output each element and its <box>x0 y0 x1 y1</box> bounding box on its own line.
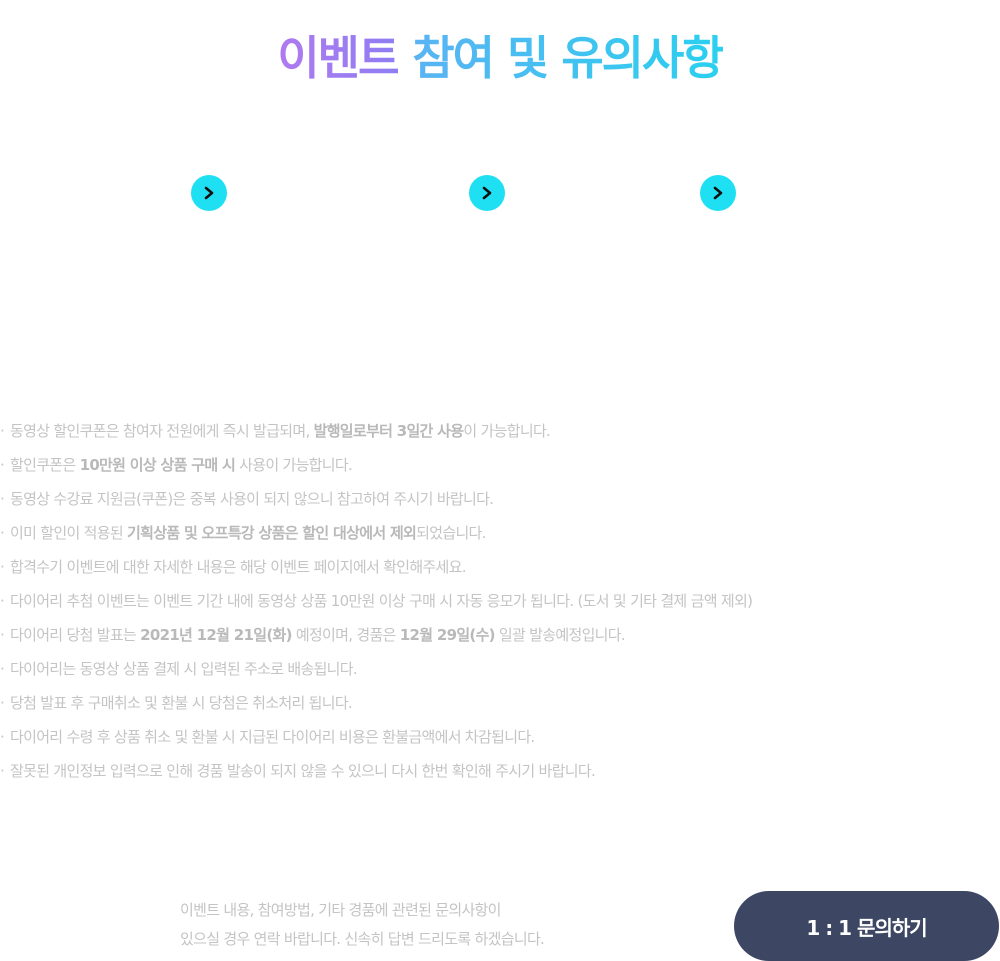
notice-text: 이 가능합니다. <box>463 422 551 440</box>
notice-item: · 할인쿠폰은 10만원 이상 상품 구매 시 사용이 가능합니다. <box>0 448 1000 482</box>
notice-text: 다이어리 추첨 이벤트는 이벤트 기간 내에 동영상 상품 10만원 이상 구매… <box>10 592 753 610</box>
bullet-dot: · <box>0 490 5 508</box>
notice-text: 다이어리 수령 후 상품 취소 및 환불 시 지급된 다이어리 비용은 환불금액… <box>10 728 535 746</box>
bullet-dot: · <box>0 660 5 678</box>
chevron-right-icon <box>204 186 214 200</box>
notice-item: · 잘못된 개인정보 입력으로 인해 경품 발송이 되지 않을 수 있으니 다시 … <box>0 754 1000 788</box>
notice-item: · 이미 할인이 적용된 기획상품 및 오프특강 상품은 할인 대상에서 제외되었… <box>0 516 1000 550</box>
notice-text: 잘못된 개인정보 입력으로 인해 경품 발송이 되지 않을 수 있으니 다시 한… <box>10 762 596 780</box>
notice-text: 일괄 발송예정입니다. <box>494 626 626 644</box>
notice-emphasis: 2021년 12월 21일(화) <box>140 626 292 644</box>
arrow-button-3[interactable] <box>700 175 736 211</box>
chevron-right-icon <box>713 186 723 200</box>
bullet-dot: · <box>0 456 5 474</box>
notice-item: · 다이어리 추첨 이벤트는 이벤트 기간 내에 동영상 상품 10만원 이상 구… <box>0 584 1000 618</box>
notice-text: 할인쿠폰은 <box>10 456 80 474</box>
inquiry-button[interactable]: 1 : 1 문의하기 <box>734 891 999 961</box>
contact-info: 이벤트 내용, 참여방법, 기타 경품에 관련된 문의사항이 있으실 경우 연락… <box>180 896 545 954</box>
contact-line-2: 있으실 경우 연락 바랍니다. 신속히 답변 드리도록 하겠습니다. <box>180 930 545 948</box>
page-title-part-2: 참여 및 유의사항 <box>412 30 724 85</box>
bullet-dot: · <box>0 422 5 440</box>
notice-emphasis: 10만원 이상 상품 구매 시 <box>79 456 236 474</box>
notice-text: 동영상 할인쿠폰은 참여자 전원에게 즉시 발급되며, <box>10 422 314 440</box>
notice-item: · 다이어리 수령 후 상품 취소 및 환불 시 지급된 다이어리 비용은 환불금… <box>0 720 1000 754</box>
bullet-dot: · <box>0 626 5 644</box>
notice-text: 이미 할인이 적용된 <box>10 524 128 542</box>
page-title: 이벤트 참여 및 유의사항 <box>0 31 1000 85</box>
bullet-dot: · <box>0 694 5 712</box>
notice-text: 다이어리 당첨 발표는 <box>10 626 141 644</box>
notice-item: · 당첨 발표 후 구매취소 및 환불 시 당첨은 취소처리 됩니다. <box>0 686 1000 720</box>
chevron-right-icon <box>482 186 492 200</box>
contact-line-1: 이벤트 내용, 참여방법, 기타 경품에 관련된 문의사항이 <box>180 901 501 919</box>
bullet-dot: · <box>0 524 5 542</box>
notice-item: · 다이어리는 동영상 상품 결제 시 입력된 주소로 배송됩니다. <box>0 652 1000 686</box>
bullet-dot: · <box>0 762 5 780</box>
bullet-dot: · <box>0 558 5 576</box>
notice-item: · 동영상 할인쿠폰은 참여자 전원에게 즉시 발급되며, 발행일로부터 3일간 … <box>0 414 1000 448</box>
arrow-button-1[interactable] <box>191 175 227 211</box>
notice-emphasis: 발행일로부터 3일간 사용 <box>313 422 464 440</box>
notice-text: 동영상 수강료 지원금(쿠폰)은 중복 사용이 되지 않으니 참고하여 주시기 … <box>10 490 494 508</box>
notice-emphasis: 12월 29일(수) <box>399 626 496 644</box>
bullet-dot: · <box>0 592 5 610</box>
notice-emphasis: 기획상품 및 오프특강 상품은 할인 대상에서 제외 <box>127 524 417 542</box>
notice-text: 다이어리는 동영상 상품 결제 시 입력된 주소로 배송됩니다. <box>10 660 358 678</box>
notice-text: 예정이며, 경품은 <box>291 626 400 644</box>
notice-item: · 합격수기 이벤트에 대한 자세한 내용은 해당 이벤트 페이지에서 확인해주세… <box>0 550 1000 584</box>
notice-text: 사용이 가능합니다. <box>235 456 353 474</box>
page-title-part-1: 이벤트 <box>277 30 400 85</box>
notice-text: 되었습니다. <box>416 524 486 542</box>
notice-list: · 동영상 할인쿠폰은 참여자 전원에게 즉시 발급되며, 발행일로부터 3일간 … <box>0 414 1000 788</box>
notice-item: · 동영상 수강료 지원금(쿠폰)은 중복 사용이 되지 않으니 참고하여 주시기… <box>0 482 1000 516</box>
arrow-button-2[interactable] <box>469 175 505 211</box>
notice-text: 당첨 발표 후 구매취소 및 환불 시 당첨은 취소처리 됩니다. <box>10 694 353 712</box>
notice-text: 합격수기 이벤트에 대한 자세한 내용은 해당 이벤트 페이지에서 확인해주세요… <box>10 558 467 576</box>
notice-item: ·다이어리 당첨 발표는 2021년 12월 21일(화) 예정이며, 경품은 … <box>0 618 1000 652</box>
bullet-dot: · <box>0 728 5 746</box>
